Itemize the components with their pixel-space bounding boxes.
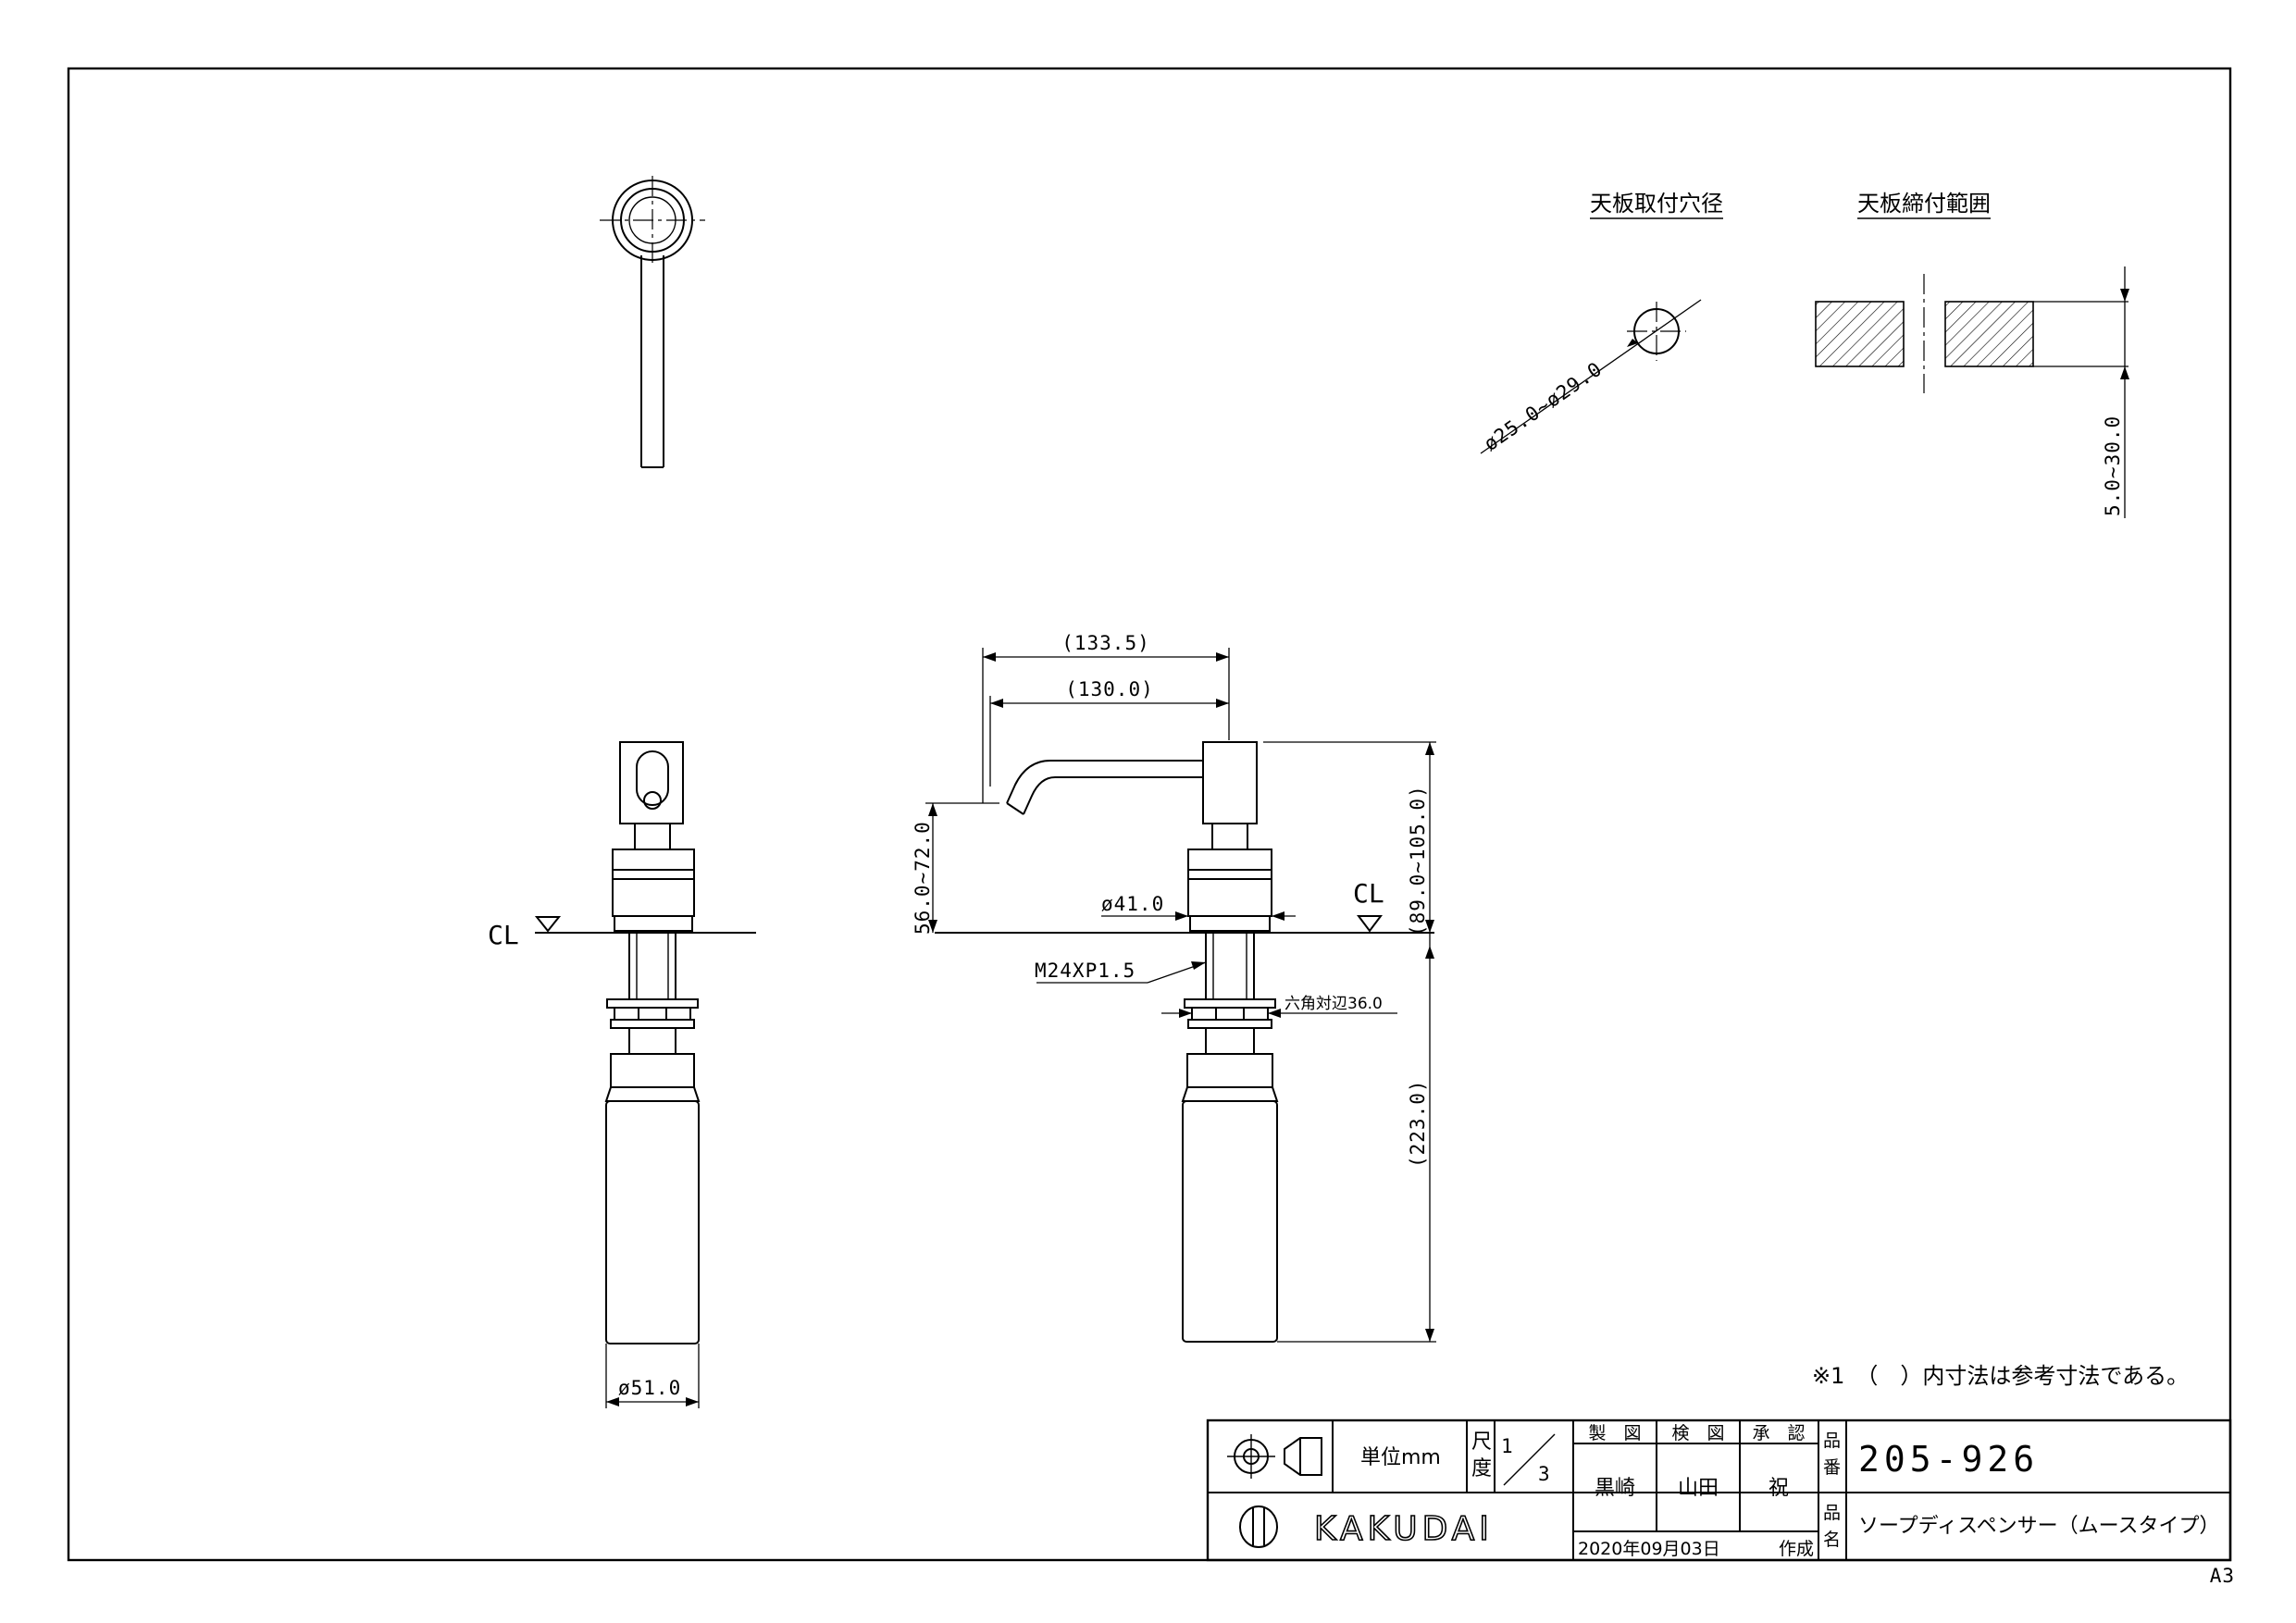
scale-label-1: 尺 bbox=[1471, 1431, 1492, 1454]
clamp-range-title: 天板締付範囲 bbox=[1857, 191, 1991, 217]
side-dim-spout-height: 56.0~72.0 bbox=[912, 821, 934, 935]
part-name-label-2: 名 bbox=[1823, 1530, 1841, 1550]
side-dim-head-height: (89.0~105.0) bbox=[1407, 785, 1429, 936]
side-dim-thread: M24XP1.5 bbox=[1035, 960, 1136, 982]
part-name-label-1: 品 bbox=[1823, 1503, 1841, 1523]
mounting-hole-title: 天板取付穴径 bbox=[1590, 191, 1723, 217]
side-view: CL (133.5) (130.0) 56.0~72.0 (89.0~105.0… bbox=[912, 632, 1436, 1343]
part-number: 205-926 bbox=[1858, 1439, 2039, 1480]
paper-size-label: A3 bbox=[2210, 1565, 2235, 1587]
part-no-label-1: 品 bbox=[1823, 1431, 1841, 1451]
approved-label: 承 認 bbox=[1752, 1423, 1805, 1443]
front-view: CL ø51.0 bbox=[488, 741, 756, 1408]
scale-numerator: 1 bbox=[1501, 1435, 1514, 1457]
side-dim-total-reach: (133.5) bbox=[1061, 632, 1150, 654]
mounting-hole-dim: ø25.0~ø29.0 bbox=[1480, 357, 1607, 455]
side-dim-hex: 六角対辺36.0 bbox=[1285, 995, 1383, 1013]
front-body-diameter: ø51.0 bbox=[618, 1377, 681, 1399]
approved-by: 祝 bbox=[1769, 1477, 1789, 1500]
part-no-label-2: 番 bbox=[1823, 1457, 1841, 1478]
clamp-range-detail: 天板締付範囲 5.0~30.0 bbox=[1815, 191, 2129, 518]
part-name: ソープディスペンサー（ムースタイプ） bbox=[1858, 1515, 2220, 1538]
scale-label-2: 度 bbox=[1471, 1457, 1492, 1481]
scale-denominator: 3 bbox=[1538, 1463, 1551, 1485]
side-dim-flange: ø41.0 bbox=[1101, 893, 1164, 915]
kakudai-logo: KAKUDAI bbox=[1239, 1505, 1494, 1549]
reference-dimension-note: ※1 （ ）内寸法は参考寸法である。 bbox=[1812, 1363, 2189, 1389]
title-block: 単位mm 尺 度 1 3 製 図 検 図 承 認 黒崎 山田 祝 品 番 205… bbox=[1206, 1419, 2232, 1562]
front-cl-label: CL bbox=[488, 920, 519, 950]
side-dim-below-counter: (223.0) bbox=[1407, 1079, 1429, 1168]
created-label: 作成 bbox=[1779, 1539, 1814, 1559]
clamp-range-dim: 5.0~30.0 bbox=[2102, 415, 2124, 516]
unit-label: 単位mm bbox=[1360, 1446, 1441, 1469]
sheet-border bbox=[67, 67, 2232, 1562]
side-dim-reach: (130.0) bbox=[1065, 678, 1154, 700]
mounting-hole-detail: 天板取付穴径 ø25.0~ø29.0 bbox=[1480, 191, 1723, 455]
company-name: KAKUDAI bbox=[1314, 1510, 1494, 1548]
drafted-label: 製 図 bbox=[1588, 1423, 1641, 1443]
checked-by: 山田 bbox=[1678, 1477, 1719, 1500]
checked-label: 検 図 bbox=[1671, 1423, 1724, 1443]
third-angle-projection-icon bbox=[1227, 1434, 1322, 1479]
top-view bbox=[600, 176, 705, 468]
side-cl-label: CL bbox=[1353, 878, 1384, 909]
drafted-by: 黒崎 bbox=[1595, 1477, 1635, 1500]
created-date: 2020年09月03日 bbox=[1578, 1539, 1720, 1559]
